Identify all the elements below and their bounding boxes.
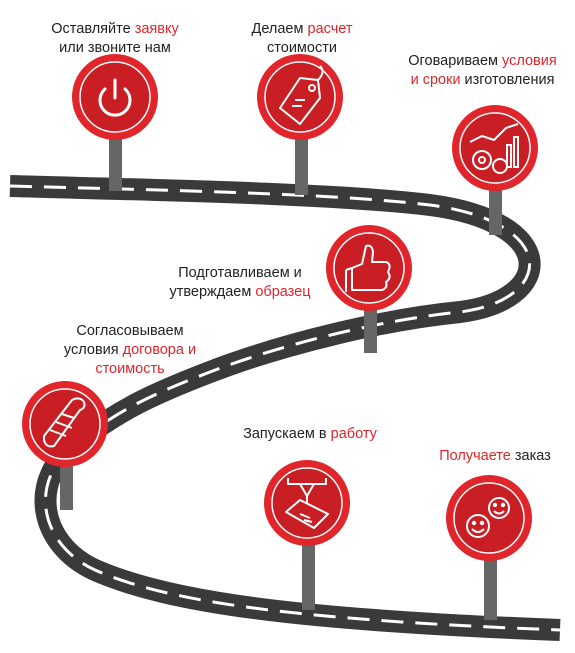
sign-pole: [484, 545, 497, 620]
step-sign-1: [72, 54, 158, 191]
sign-inner: [264, 61, 336, 133]
step-label-7: Получаете заказ: [439, 448, 551, 464]
step-sign-6: [264, 460, 350, 610]
step-sign-5: [22, 381, 108, 510]
road-marking: [9, 184, 561, 632]
step-label-1: Оставляйте заявку или звоните нам: [51, 21, 179, 56]
power-icon: [98, 78, 132, 117]
laser-cutter-icon: [285, 478, 329, 529]
thumbs-up-icon: [345, 244, 391, 292]
step-sign-4: [326, 225, 412, 353]
sign-pole: [302, 530, 315, 610]
sign-pole: [109, 125, 122, 191]
step-label-3: Оговариваем условия и сроки изготовления: [408, 53, 557, 88]
step-label-4: Подготавливаем и утверждаем образец: [169, 265, 311, 300]
step-sign-2: [257, 54, 343, 195]
gears-chart-icon: [469, 123, 519, 174]
scroll-icon: [43, 397, 86, 448]
step-label-2: Делаем расчет стоимости: [251, 21, 353, 56]
sign-pole: [295, 125, 308, 195]
step-sign-3: [452, 105, 538, 235]
sign-inner: [333, 232, 405, 304]
step-label-6: Запускаем в работу: [243, 426, 377, 442]
step-label-5: Согласовываем условия договора и стоимос…: [63, 323, 197, 377]
sign-inner: [29, 388, 101, 460]
price-tag-icon: [279, 65, 324, 125]
step-sign-7: [446, 475, 532, 620]
sign-inner: [459, 112, 531, 184]
happy-faces-icon: [466, 497, 510, 538]
sign-inner: [453, 482, 525, 554]
